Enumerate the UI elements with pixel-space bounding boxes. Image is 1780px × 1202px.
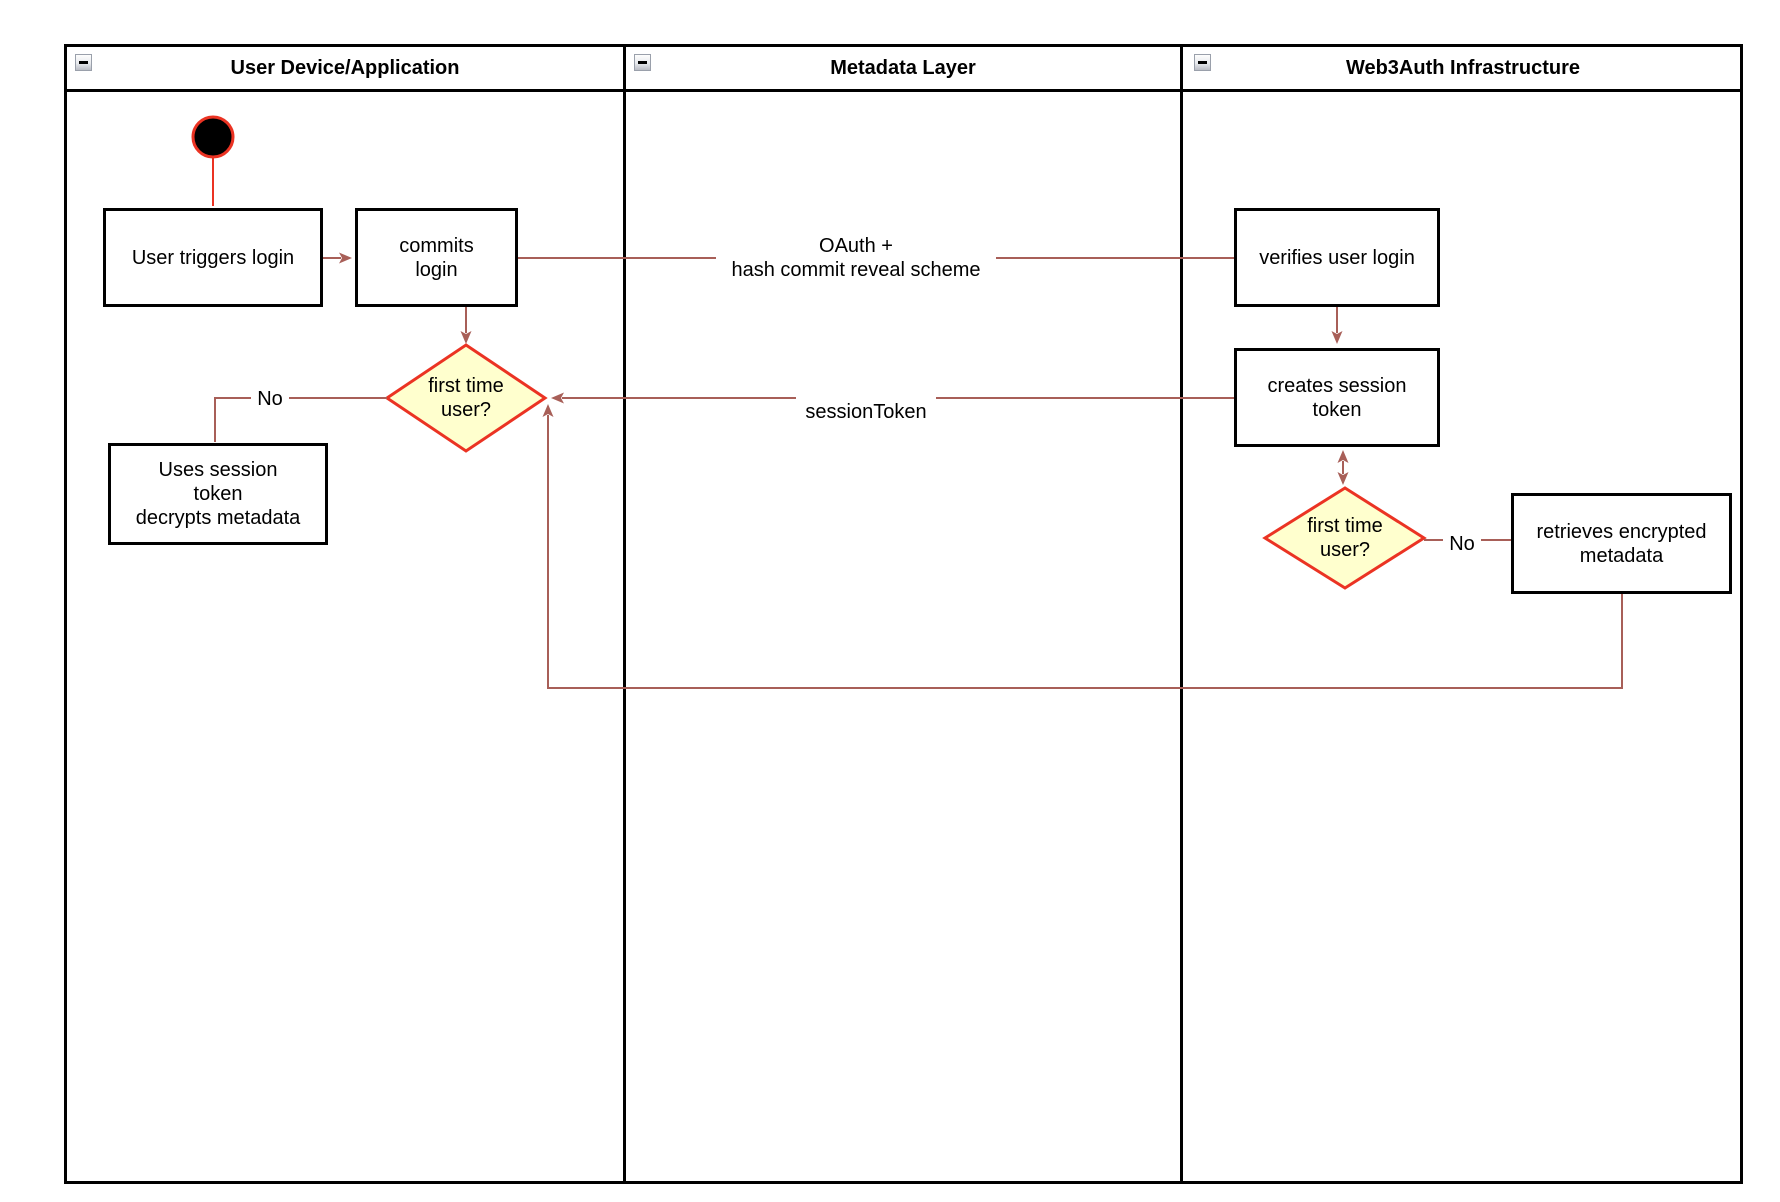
- node-label: retrieves encrypted metadata: [1536, 520, 1707, 567]
- edge-label-oauth[interactable]: OAuth + hash commit reveal scheme: [716, 234, 996, 282]
- node-label: Uses session token decrypts metadata: [135, 459, 301, 529]
- decision-text: first time user?: [428, 375, 504, 421]
- lane-divider-2: [1180, 47, 1183, 1181]
- node-label: User triggers login: [131, 246, 295, 269]
- node-label: commits login: [399, 234, 474, 281]
- decision-label-1[interactable]: first time user?: [396, 368, 536, 428]
- lane-title: Metadata Layer: [830, 56, 976, 79]
- lane-title: Web3Auth Infrastructure: [1345, 56, 1581, 79]
- node-retrieves-encrypted-metadata[interactable]: retrieves encrypted metadata: [1511, 493, 1732, 594]
- lane-divider-1: [623, 47, 626, 1181]
- edge-label-text: OAuth + hash commit reveal scheme: [731, 235, 981, 281]
- lane-header-web3auth[interactable]: Web3Auth Infrastructure: [1183, 47, 1743, 89]
- decision-text: first time user?: [1307, 515, 1383, 561]
- node-user-triggers-login[interactable]: User triggers login: [103, 208, 323, 307]
- edge-label-text: No: [257, 387, 283, 410]
- minus-icon: [638, 61, 647, 64]
- edge-label-text: sessionToken: [805, 401, 927, 423]
- node-label: verifies user login: [1259, 246, 1415, 269]
- edge-label-text: No: [1449, 532, 1475, 555]
- node-label: creates session token: [1267, 374, 1407, 421]
- lane-title: User Device/Application: [230, 56, 460, 79]
- lane-header-metadata-layer[interactable]: Metadata Layer: [626, 47, 1180, 89]
- node-creates-session-token[interactable]: creates session token: [1234, 348, 1440, 447]
- edge-label-no-right[interactable]: No: [1443, 532, 1481, 555]
- collapse-lane-icon[interactable]: [75, 54, 92, 71]
- header-separator: [67, 89, 1740, 92]
- node-verifies-user-login[interactable]: verifies user login: [1234, 208, 1440, 307]
- minus-icon: [79, 61, 88, 64]
- decision-label-2[interactable]: first time user?: [1275, 508, 1415, 568]
- minus-icon: [1198, 61, 1207, 64]
- edge-label-no-left[interactable]: No: [251, 387, 289, 410]
- collapse-lane-icon[interactable]: [634, 54, 651, 71]
- lane-header-user-device[interactable]: User Device/Application: [67, 47, 623, 89]
- collapse-lane-icon[interactable]: [1194, 54, 1211, 71]
- edge-label-session-token[interactable]: sessionToken: [796, 396, 936, 425]
- node-uses-session-token[interactable]: Uses session token decrypts metadata: [108, 443, 328, 545]
- node-commits-login[interactable]: commits login: [355, 208, 518, 307]
